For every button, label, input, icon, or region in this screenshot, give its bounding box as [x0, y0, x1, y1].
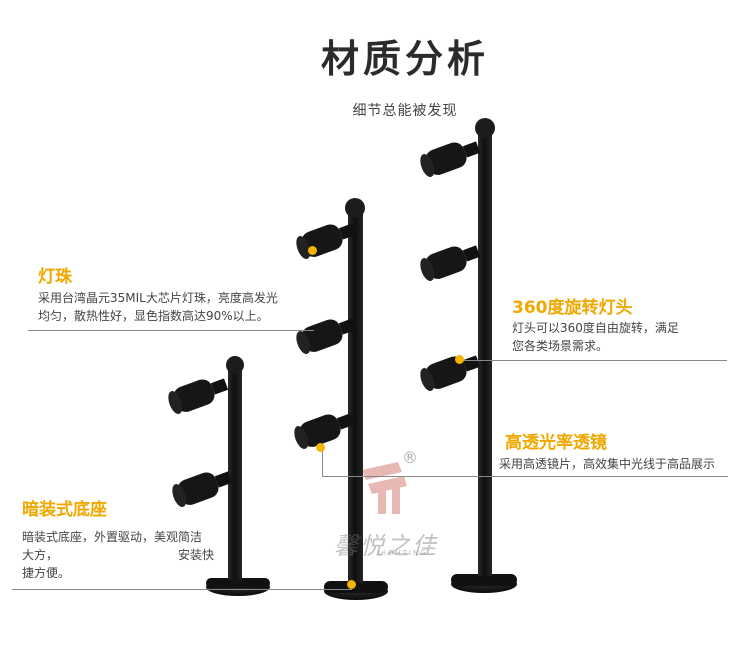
bead-title: 灯珠	[38, 267, 72, 287]
rotate-desc-line2: 您各类场景需求。	[512, 339, 609, 353]
rotate-title: 360度旋转灯头	[512, 298, 633, 318]
registered-mark: ®	[402, 448, 418, 467]
bead-desc-line2: 均匀，散热性好，显色指数高达90%以上。	[38, 309, 269, 323]
blank-band	[62, 545, 174, 561]
lens-callout-line	[322, 476, 728, 477]
base-desc-line2b: 安装快	[178, 548, 215, 562]
middle-lamp	[294, 198, 388, 600]
rotate-dot	[455, 355, 464, 364]
watermark-brand: 馨悦之佳	[334, 532, 438, 560]
base-callout-line	[12, 589, 352, 590]
base-desc-line1: 暗装式底座，外置驱动，美观简洁	[22, 530, 203, 544]
page-title: 材质分析	[320, 37, 489, 81]
lens-dot	[316, 443, 325, 452]
short-lamp	[168, 356, 270, 596]
bead-dot	[308, 246, 317, 255]
lens-desc-line1: 采用高透镜片，高效集中光线于高品展示	[499, 457, 716, 471]
watermark-logo	[362, 462, 407, 514]
base-desc-line3: 捷方便。	[22, 566, 71, 580]
base-desc-line2a: 大方，	[22, 548, 59, 562]
base-dot	[347, 580, 356, 589]
tall-lamp	[420, 118, 517, 593]
lens-callout-vline	[322, 448, 323, 476]
bead-desc-line1: 采用台湾晶元35MIL大芯片灯珠，亮度高发光	[38, 291, 278, 305]
watermark-sub: LIGHTING	[378, 549, 428, 557]
bead-callout-line	[28, 330, 314, 331]
rotate-callout-line	[462, 360, 727, 361]
rotate-desc-line1: 灯头可以360度自由旋转，满足	[512, 321, 679, 335]
lens-title: 高透光率透镜	[505, 433, 607, 453]
page-subtitle: 细节总能被发现	[352, 103, 458, 119]
base-title: 暗装式底座	[22, 500, 107, 520]
